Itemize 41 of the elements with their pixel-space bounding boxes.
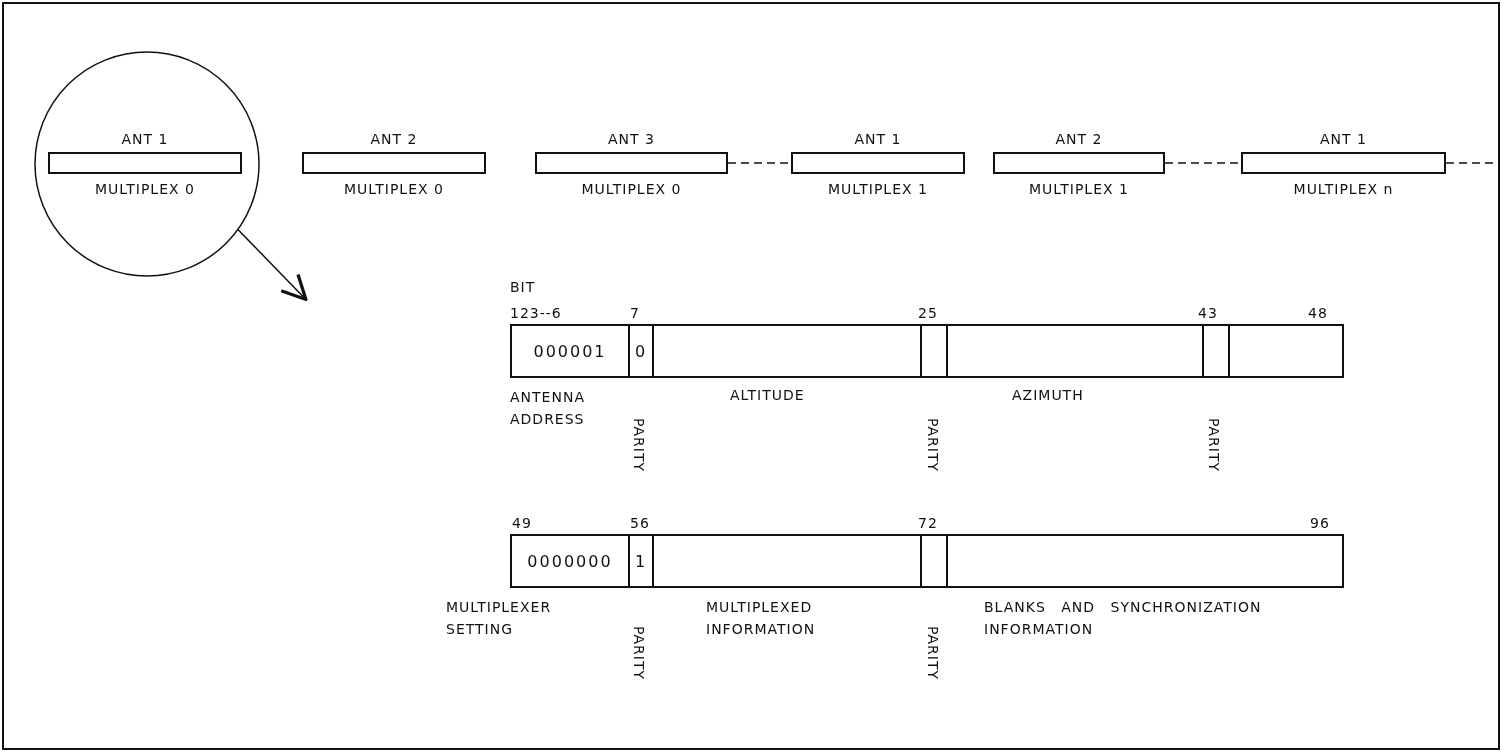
multiplex-label: MULTIPLEX 0: [343, 180, 445, 198]
frame-label: ANT 2: [369, 130, 419, 148]
field-label: PARITY: [630, 626, 648, 681]
bit-field: 0: [630, 326, 654, 376]
field-label: PARITY: [630, 418, 648, 473]
bit-label: BIT: [510, 278, 536, 296]
bit-number: 49: [512, 514, 532, 532]
field-label: PARITY: [924, 626, 942, 681]
bit-number: 72: [918, 514, 938, 532]
field-label: PARITY: [1205, 418, 1223, 473]
field-label: ANTENNA ADDRESS: [510, 388, 586, 429]
bit-number: 123--6: [510, 304, 562, 322]
arrow: [237, 228, 308, 302]
multiplex-label: MULTIPLEX 1: [1028, 180, 1130, 198]
frame-label: ANT 1: [120, 130, 170, 148]
bit-field: 000001: [512, 326, 630, 376]
multiplex-label: MULTIPLEX n: [1292, 180, 1395, 198]
frame-label: ANT 2: [1054, 130, 1104, 148]
bit-number: 56: [630, 514, 650, 532]
frame-label: ANT 1: [853, 130, 903, 148]
multiplex-label: MULTIPLEX 0: [94, 180, 196, 198]
field-label: BLANKS AND SYNCHRONIZATION INFORMATION: [984, 598, 1263, 639]
bit-number: 7: [630, 304, 640, 322]
bit-number: 43: [1198, 304, 1218, 322]
multiplex-label: MULTIPLEX 0: [580, 180, 683, 198]
multiplex-label: MULTIPLEX 1: [827, 180, 929, 198]
bit-number: 96: [1310, 514, 1330, 532]
data-word-bar: [510, 324, 1344, 378]
bit-number: 25: [918, 304, 938, 322]
bit-field: 1: [630, 536, 654, 586]
frame-label: ANT 1: [1319, 130, 1368, 148]
field-label: MULTIPLEXER SETTING: [446, 598, 553, 639]
field-label: ALTITUDE: [730, 386, 805, 404]
field-label: PARITY: [924, 418, 942, 473]
field-label: AZIMUTH: [1012, 386, 1084, 404]
bit-number: 48: [1308, 304, 1328, 322]
data-word-bar: [510, 534, 1344, 588]
dashed-line: [1445, 162, 1501, 164]
field-label: MULTIPLEXED INFORMATION: [706, 598, 817, 639]
frame-label: ANT 3: [607, 130, 656, 148]
bit-field: 0000000: [512, 536, 630, 586]
